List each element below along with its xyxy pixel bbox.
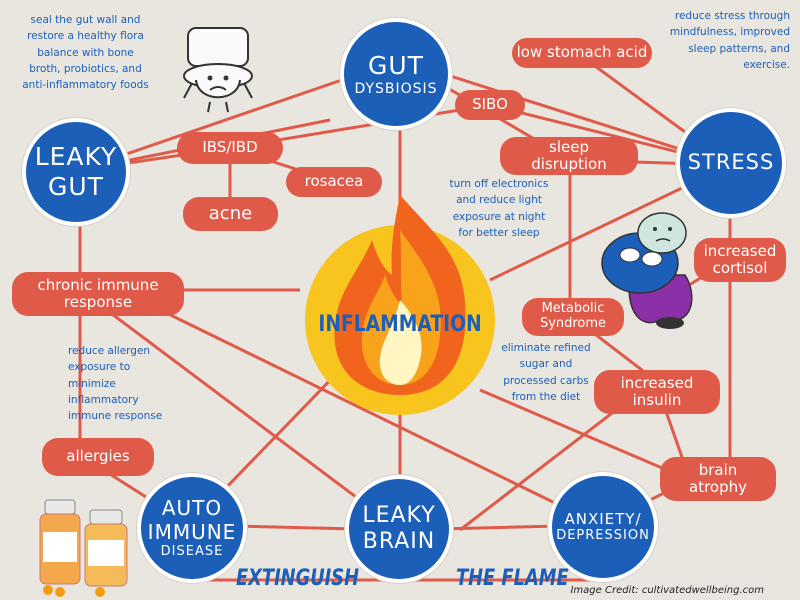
note-allergen: reduce allergen exposure to minimize inf… (68, 343, 168, 424)
node-line: AUTO (161, 496, 223, 521)
note-line: for better sleep (458, 226, 540, 239)
note-gut-healing: seal the gut wall and restore a healthy … (18, 12, 153, 93)
node-line: IMMUNE (147, 520, 237, 545)
pill-label: increased (703, 241, 777, 260)
pill-label: SIBO (472, 95, 508, 114)
pill-label: brain (698, 460, 738, 479)
node-line: ANXIETY/ (564, 510, 642, 529)
note-line: eliminate refined (501, 342, 591, 354)
note-line: broth, probiotics, and (29, 62, 142, 75)
note-line: immune response (68, 410, 163, 423)
pill-allergies: allergies (42, 438, 154, 476)
pill-label: acne (208, 202, 253, 224)
inflammation-title: INFLAMMATION (318, 312, 482, 337)
note-stress-reduction: reduce stress through mindfulness, impro… (648, 8, 790, 73)
note-sugar: eliminate refined sugar and processed ca… (496, 340, 596, 405)
node-line: DISEASE (160, 544, 224, 560)
pill-label: low stomach acid (516, 43, 648, 62)
pill-label: cortisol (712, 259, 768, 277)
pill-label: chronic immune (37, 275, 159, 294)
connector (149, 303, 601, 527)
pill-label: allergies (66, 447, 130, 466)
note-sleep: turn off electronics and reduce light ex… (440, 176, 558, 241)
pill-acne: acne (183, 197, 278, 231)
node-line: LEAKY (34, 142, 118, 171)
connector (79, 288, 401, 532)
pill-label: IBS/IBD (202, 138, 258, 157)
note-line: from the diet (511, 390, 581, 403)
note-line: turn off electronics (449, 178, 549, 190)
connector (479, 388, 691, 482)
node-line: GUT (368, 50, 424, 80)
pill-label: sleep (549, 137, 589, 156)
footer-the-flame: THE FLAME (456, 566, 569, 591)
note-line: seal the gut wall and (30, 14, 141, 26)
note-line: exercise. (743, 58, 790, 71)
node-line: STRESS (687, 150, 775, 175)
pill-sibo: SIBO (455, 90, 525, 120)
pill-label: increased (620, 373, 694, 392)
note-line: minimize (68, 377, 116, 390)
note-line: restore a healthy flora (27, 30, 144, 43)
image-credit: Image Credit: cultivatedwellbeing.com (570, 585, 764, 596)
note-line: anti-inflammatory foods (22, 79, 149, 92)
stressed-person-icon (601, 212, 693, 329)
note-line: sleep patterns, and (688, 42, 790, 55)
pill-increased-insulin: increased insulin (594, 370, 720, 414)
pill-increased-cortisol: increased cortisol (694, 238, 786, 282)
pill-label: rosacea (304, 172, 364, 191)
connector (399, 58, 731, 167)
note-line: sugar and (519, 358, 573, 371)
node-line: LEAKY (362, 502, 436, 528)
node-stress: STRESS (676, 108, 786, 218)
pill-brain-atrophy: brain atrophy (660, 457, 776, 501)
pill-label: Metabolic (541, 301, 605, 317)
pill-bottles-icon (39, 499, 128, 597)
pill-metabolic-syndrome: Metabolic Syndrome (522, 298, 624, 336)
node-autoimmune: AUTO IMMUNE DISEASE (137, 473, 247, 583)
flame-icon (305, 195, 495, 415)
pill-chronic-immune-response: chronic immune response (12, 272, 184, 316)
node-line: GUT (48, 172, 104, 201)
note-line: inflammatory (68, 393, 139, 406)
node-line: BRAIN (362, 529, 436, 554)
pill-sleep-disruption: sleep disruption (500, 137, 638, 175)
note-line: and reduce light (456, 194, 542, 207)
pill-label: Syndrome (539, 316, 607, 331)
node-leaky-brain: LEAKY BRAIN (345, 475, 453, 583)
toilet-icon (183, 27, 253, 113)
pill-label: atrophy (689, 478, 747, 496)
note-line: mindfulness, improved (669, 26, 790, 39)
node-line: DYSBIOSIS (354, 80, 438, 97)
note-line: reduce stress through (674, 10, 790, 22)
pill-label: insulin (632, 391, 682, 409)
pill-ibs-ibd: IBS/IBD (177, 132, 283, 164)
note-line: exposure to (68, 361, 131, 374)
note-line: balance with bone (37, 46, 134, 59)
pill-low-stomach-acid: low stomach acid (512, 38, 652, 68)
pill-rosacea: rosacea (286, 167, 382, 197)
pill-label: response (63, 293, 133, 311)
note-line: processed carbs (503, 374, 589, 387)
note-line: exposure at night (452, 210, 546, 223)
node-line: DEPRESSION (556, 528, 650, 544)
node-gut-dysbiosis: GUT DYSBIOSIS (340, 18, 452, 130)
note-line: reduce allergen (68, 345, 151, 357)
node-anxiety-depression: ANXIETY/ DEPRESSION (548, 472, 658, 582)
node-leaky-gut: LEAKY GUT (22, 118, 130, 226)
footer-extinguish: EXTINGUISH (236, 566, 360, 591)
pill-label: disruption (531, 155, 607, 173)
